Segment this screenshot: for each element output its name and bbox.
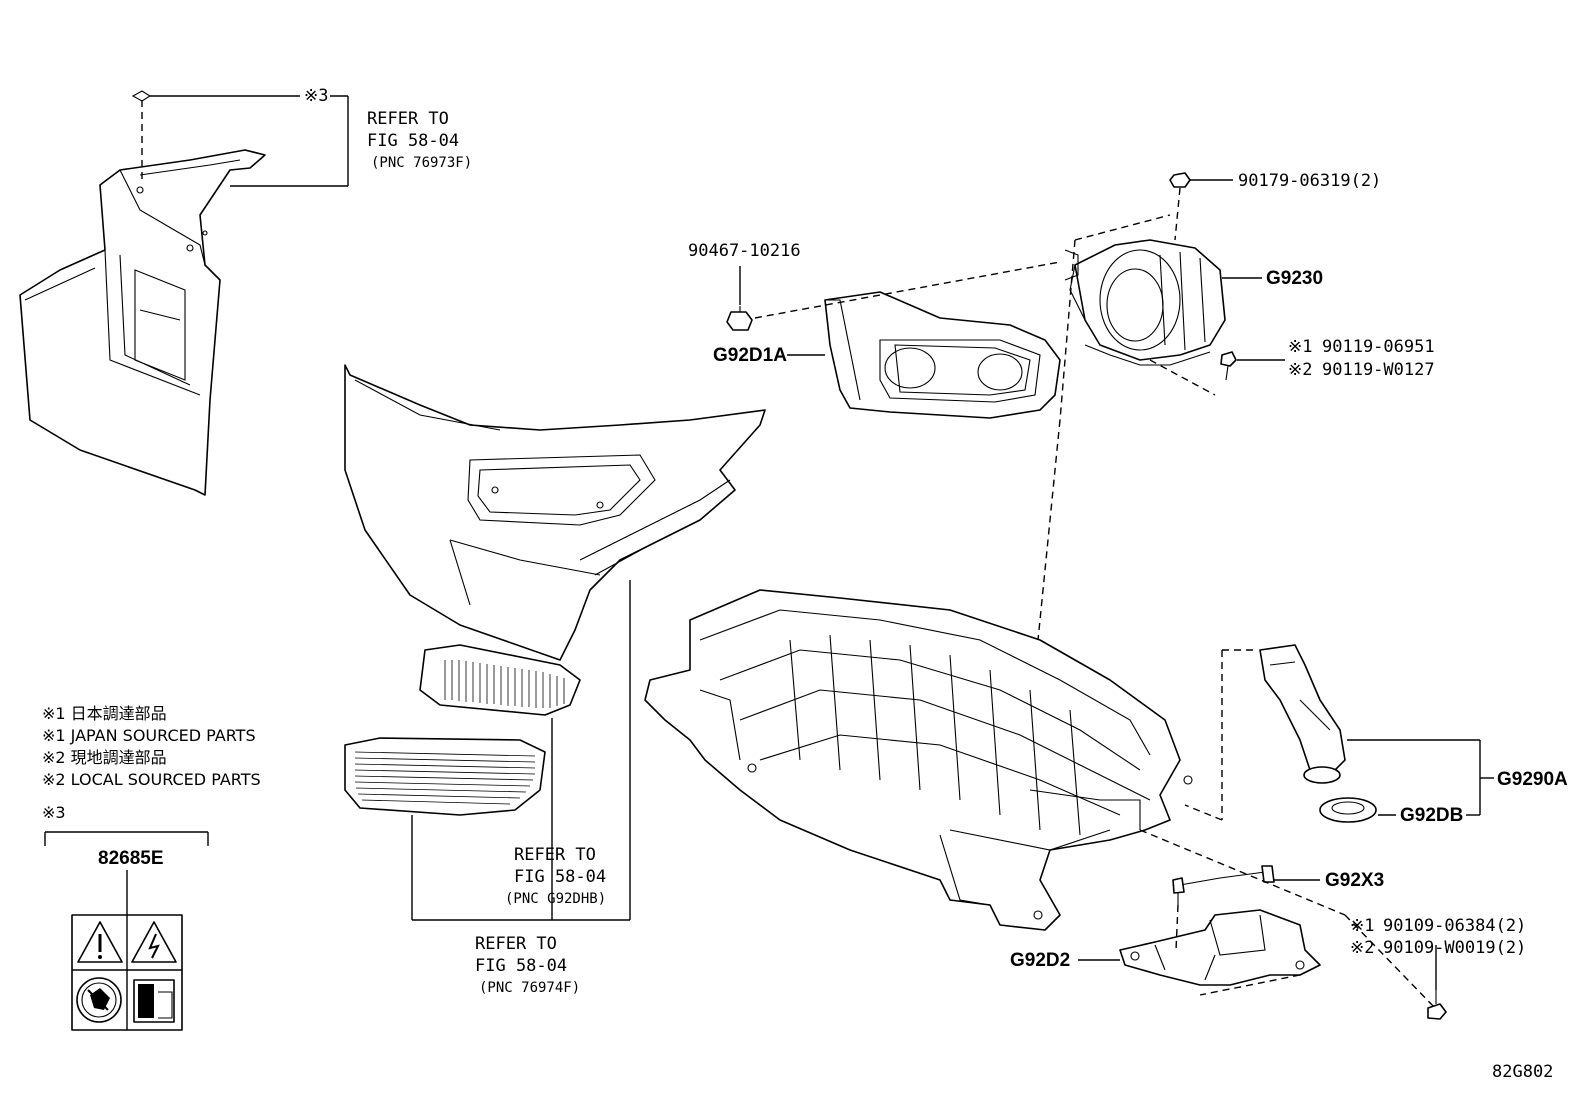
ref-line3-76974f: (PNC 76974F)	[479, 980, 580, 996]
ref-line1-76974f: REFER TO	[475, 934, 557, 954]
ref-line3-76973f: (PNC 76973F)	[371, 155, 472, 171]
exhaust-duct-drawing	[1259, 644, 1346, 784]
bracket-g92d2-drawing	[1119, 909, 1321, 986]
part-label-90109a: 90109-06384(2)	[1383, 916, 1526, 936]
figure-id: 82G802	[1492, 1062, 1553, 1082]
part-label-g9230: G9230	[1266, 268, 1323, 289]
part-mark-90109a: ※1	[1350, 916, 1374, 936]
dashed-leader-90467	[754, 261, 1061, 319]
part-label-90179: 90179-06319(2)	[1238, 171, 1381, 191]
intake-duct-drawing	[824, 291, 1061, 419]
warning-triangle-icon	[77, 921, 123, 963]
grommet-g92db-drawing	[1319, 797, 1377, 823]
part-label-90119a: 90119-06951	[1322, 337, 1435, 357]
bolt-90109-drawing	[1427, 990, 1447, 1020]
duct-grille-lower-drawing	[344, 737, 546, 816]
legend-line-4: ※2 LOCAL SOURCED PARTS	[42, 770, 261, 789]
ref-mark-3: ※3	[304, 86, 328, 106]
part-label-g9290a: G9290A	[1497, 769, 1568, 790]
nut-90179-drawing	[1169, 172, 1191, 188]
g9290a-bracket-leaders	[1184, 649, 1494, 821]
part-label-90467: 90467-10216	[688, 241, 801, 261]
ref-line2-76974f: FIG 58-04	[475, 956, 567, 976]
part-mark-90109b: ※2	[1350, 938, 1374, 958]
cooling-fan-drawing	[1064, 239, 1226, 366]
part-label-82685e: 82685E	[98, 848, 164, 869]
legend-line-5: ※3	[42, 803, 66, 822]
legend-line-3: ※2 現地調達部品	[42, 748, 167, 767]
manual-reference-icon	[133, 979, 175, 1023]
bolt-90119-drawing	[1220, 351, 1237, 381]
legend-line-1: ※1 日本調達部品	[42, 704, 167, 723]
ref-line1-g92dhb: REFER TO	[514, 845, 596, 865]
ref-line2-g92dhb: FIG 58-04	[514, 867, 606, 887]
no-touch-icon	[76, 977, 122, 1023]
part-label-g92db: G92DB	[1400, 805, 1463, 826]
clip-90467-drawing	[726, 306, 753, 331]
harness-g92x3-drawing	[1172, 865, 1275, 905]
fan-dashed-guide	[1019, 187, 1216, 821]
upper-side-panel-drawing	[19, 149, 266, 496]
part-label-90119b: 90119-W0127	[1322, 360, 1435, 380]
hybrid-battery-drawing	[644, 589, 1193, 931]
legend-line-2: ※1 JAPAN SOURCED PARTS	[42, 726, 256, 745]
ref-line2-76973f: FIG 58-04	[367, 131, 459, 151]
part-label-g92x3: G92X3	[1325, 870, 1384, 891]
ref-line1-76973f: REFER TO	[367, 109, 449, 129]
bumper-side-cover-drawing	[344, 364, 766, 661]
caution-label-bracket	[44, 831, 209, 915]
part-label-g92d1a: G92D1A	[713, 345, 787, 366]
part-mark-90119b: ※2	[1288, 360, 1312, 380]
ref-leader-76973f	[131, 90, 349, 187]
duct-grille-upper-drawing	[419, 644, 581, 716]
part-label-90109b: 90109-W0019(2)	[1383, 938, 1526, 958]
part-label-g92d2: G92D2	[1010, 950, 1070, 971]
part-mark-90119a: ※1	[1288, 337, 1312, 357]
high-voltage-icon	[131, 921, 177, 963]
g92d2-dashed-guide	[1139, 829, 1436, 1009]
ref-line3-g92dhb: (PNC G92DHB)	[505, 891, 606, 907]
ref-leader-g92dhb	[411, 580, 631, 921]
